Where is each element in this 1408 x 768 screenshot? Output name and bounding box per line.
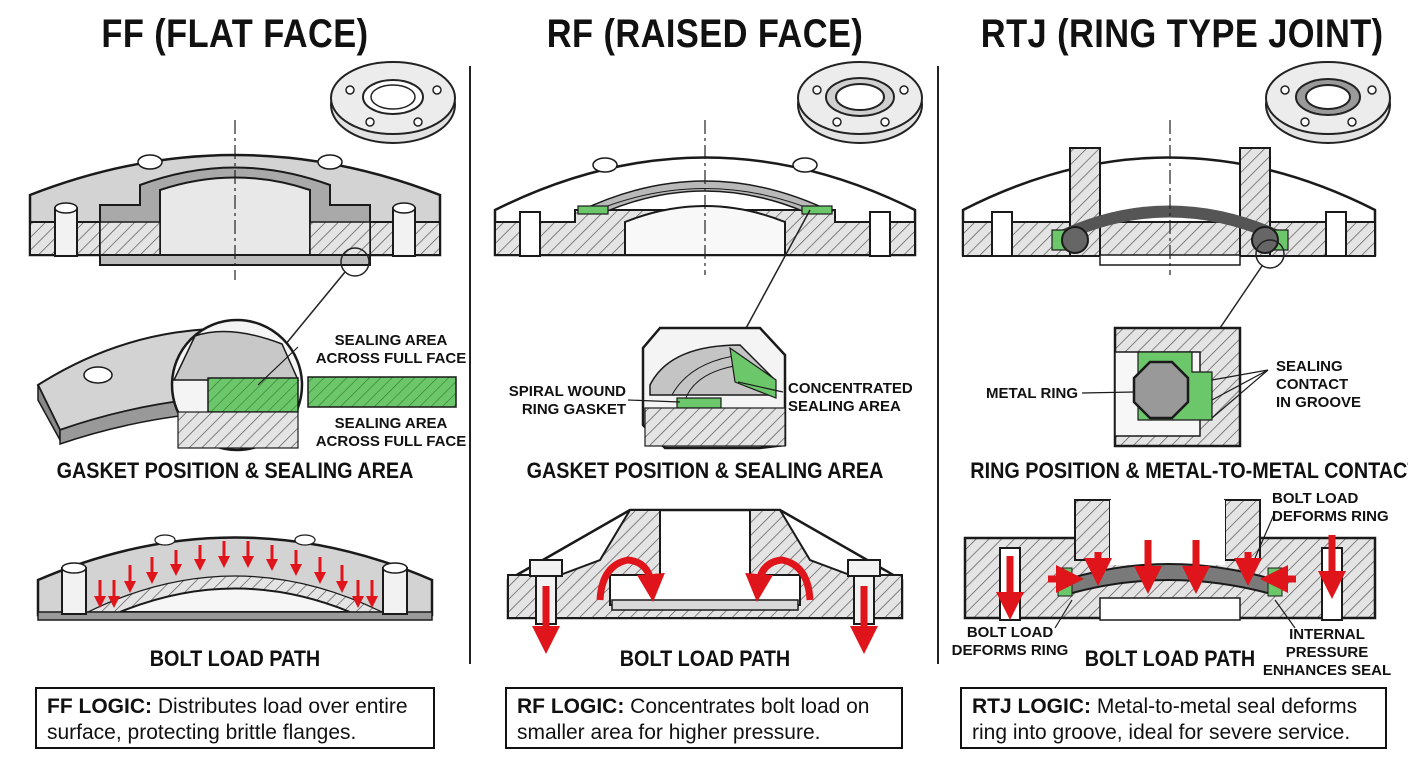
rtj-bolt-load-diagram xyxy=(963,499,1377,629)
rtj-logic-box: RTJ LOGIC: Metal-to-metal seal deforms r… xyxy=(960,687,1387,749)
ff-logic-text: Distributes load over entire surface, pr… xyxy=(47,695,408,744)
rtj-section2-title: BOLT LOAD PATH xyxy=(1084,646,1256,671)
ff-section2-title: BOLT LOAD PATH xyxy=(149,646,321,671)
rf-flange-3d-icon xyxy=(797,61,923,144)
ff-flange-section xyxy=(28,120,442,346)
rtj-section1-title: RING POSITION & METAL-TO-METAL CONTACT xyxy=(970,458,1408,483)
rtj-callout-sealing-contact: SEALING CONTACT IN GROOVE xyxy=(1276,358,1362,411)
rtj-callout-metal-ring: METAL RING xyxy=(986,385,1078,402)
rf-section2-title: BOLT LOAD PATH xyxy=(619,646,791,671)
rtj-callout-bolt-load-left: BOLT LOAD DEFORMS RING xyxy=(951,624,1069,659)
rf-gasket-detail xyxy=(627,326,787,450)
ff-title: FF (FLAT FACE) xyxy=(101,12,369,56)
rf-logic-text: Concentrates bolt load on smaller area f… xyxy=(517,695,870,744)
ff-flange-3d-icon xyxy=(330,61,456,144)
column-divider-2 xyxy=(937,66,939,664)
rtj-title: RTJ (RING TYPE JOINT) xyxy=(980,12,1384,56)
rf-flange-section xyxy=(493,120,917,331)
rf-title: RF (RAISED FACE) xyxy=(546,12,864,56)
rtj-logic-text: Metal-to-metal seal deforms ring into gr… xyxy=(972,695,1358,744)
rf-callout-left: SPIRAL WOUND RING GASKET xyxy=(508,383,626,418)
ff-gasket-detail xyxy=(36,318,457,452)
rtj-flange-3d-icon xyxy=(1265,61,1391,144)
ff-logic-label: FF LOGIC: xyxy=(47,695,152,718)
rtj-logic-label: RTJ LOGIC: xyxy=(972,695,1091,718)
rf-callout-right: CONCENTRATED SEALING AREA xyxy=(788,380,913,415)
rf-logic-box: RF LOGIC: Concentrates bolt load on smal… xyxy=(505,687,903,749)
ff-bolt-load-diagram xyxy=(36,534,434,621)
ff-callout-bottom: SEALING AREA ACROSS FULL FACE xyxy=(315,415,467,450)
rtj-flange-section xyxy=(961,120,1377,329)
rf-bolt-load-diagram xyxy=(506,508,904,654)
rtj-ring-detail xyxy=(1081,326,1269,448)
rtj-callout-internal-pressure: INTERNAL PRESSURE ENHANCES SEAL xyxy=(1262,626,1392,679)
column-divider-1 xyxy=(469,66,471,664)
ff-callout-top: SEALING AREA ACROSS FULL FACE xyxy=(315,332,467,367)
rf-logic-label: RF LOGIC: xyxy=(517,695,625,718)
ff-section1-title: GASKET POSITION & SEALING AREA xyxy=(56,458,414,483)
rf-section1-title: GASKET POSITION & SEALING AREA xyxy=(526,458,884,483)
rtj-callout-bolt-load-top: BOLT LOAD DEFORMS RING xyxy=(1272,490,1389,525)
ff-logic-box: FF LOGIC: Distributes load over entire s… xyxy=(35,687,435,749)
